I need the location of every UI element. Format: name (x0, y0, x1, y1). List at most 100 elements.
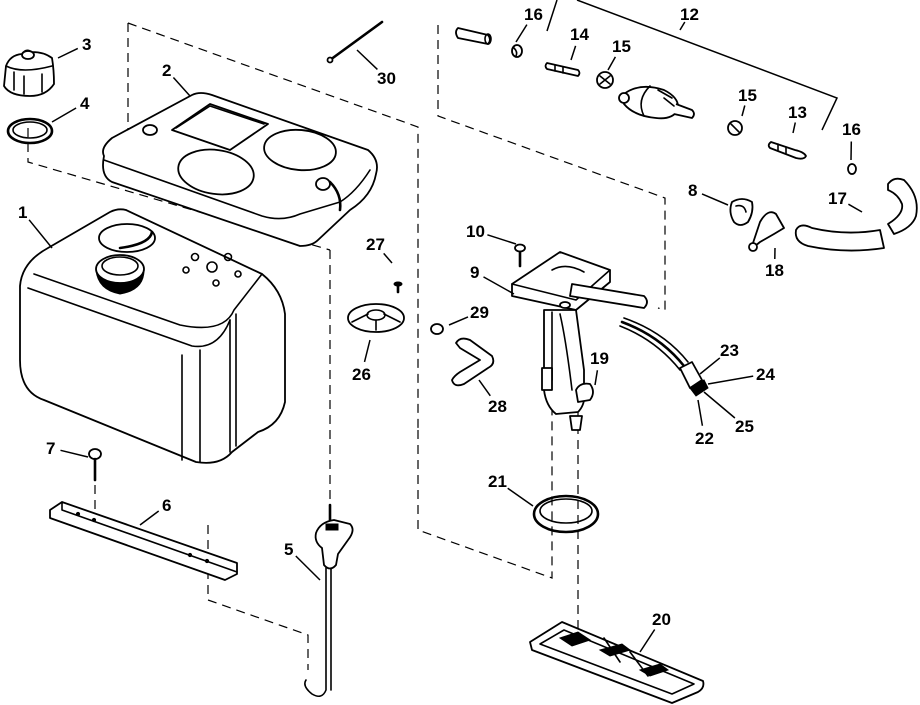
callout-fuel-hose: 17 (828, 189, 863, 213)
callout-gauge-retainer: 26 (352, 339, 371, 384)
leader-line (792, 122, 797, 134)
callout-filler-cap: 3 (57, 35, 91, 59)
leader-line (679, 21, 686, 31)
leader-line (699, 357, 721, 375)
part-hose-clip-b[interactable] (847, 163, 857, 175)
callout-number: 14 (570, 25, 589, 44)
part-retainer-screw[interactable] (393, 281, 403, 294)
callout-retainer-screw: 27 (366, 235, 393, 264)
part-wire-harness[interactable] (619, 317, 709, 397)
callout-bracket-screw: 7 (46, 439, 89, 458)
callout-terminal-housing: 23 (699, 341, 739, 375)
part-nut[interactable] (430, 323, 444, 335)
part-primer-clamp-b[interactable] (727, 120, 743, 136)
callout-number: 24 (756, 365, 775, 384)
part-hose-clip-a[interactable] (511, 44, 523, 58)
leader-line (448, 316, 469, 326)
leader-line (701, 193, 729, 206)
callout-number: 13 (788, 103, 807, 122)
part-check-valve-outlet[interactable] (767, 141, 807, 160)
callout-hose-connector: 18 (765, 247, 784, 280)
callout-number: 21 (488, 472, 507, 491)
part-cap-gasket[interactable] (6, 117, 54, 145)
leader-line (139, 510, 160, 526)
callout-pickup-screw: 10 (466, 222, 517, 245)
part-primer-bulb[interactable] (618, 85, 695, 120)
callout-tie-strap: 30 (356, 49, 396, 88)
callout-terminal: 24 (707, 365, 775, 385)
callout-number: 5 (284, 540, 293, 559)
callout-number: 12 (680, 5, 699, 24)
bracket-primer-kit (546, 0, 839, 131)
callout-number: 1 (18, 203, 27, 222)
part-pickup-screw[interactable] (514, 243, 526, 268)
callout-hose-clip: 16 (842, 120, 861, 161)
part-hose-clamp[interactable] (729, 198, 754, 226)
leader-line (487, 234, 517, 245)
callout-hose-clamp: 8 (688, 181, 729, 206)
part-primer-clamp-a[interactable] (596, 71, 614, 89)
part-fuel-gauge[interactable] (304, 503, 354, 698)
callout-number: 22 (695, 429, 714, 448)
leader-line (741, 105, 746, 117)
callout-number: 26 (352, 365, 371, 384)
leader-line (295, 555, 321, 581)
callout-check-valve-outlet: 13 (788, 103, 807, 134)
callout-number: 29 (470, 303, 489, 322)
callout-primer-clamp: 15 (738, 86, 757, 117)
callout-pickup-o-ring: 21 (488, 472, 534, 507)
part-pickup-unit[interactable] (511, 251, 648, 431)
part-hose-adapter[interactable] (455, 27, 492, 45)
callout-number: 3 (82, 35, 91, 54)
callout-number: 18 (765, 261, 784, 280)
callout-vent-hose: 28 (478, 379, 507, 416)
leader-line (515, 24, 528, 43)
callout-mounting-bracket: 6 (139, 496, 171, 526)
callout-number: 7 (46, 439, 55, 458)
callout-number: 16 (524, 5, 543, 24)
leader-line (57, 47, 79, 59)
callout-number: 15 (612, 37, 631, 56)
callout-terminal-seal: 25 (703, 391, 754, 436)
leader-line (383, 252, 393, 264)
callout-fuel-filter-screen: 20 (639, 610, 671, 653)
callout-number: 10 (466, 222, 485, 241)
part-vent-hose[interactable] (451, 337, 495, 387)
callout-number: 16 (842, 120, 861, 139)
callout-number: 23 (720, 341, 739, 360)
callout-pickup-unit: 9 (470, 263, 515, 295)
leader-line (703, 391, 736, 419)
part-tank-cover[interactable] (102, 92, 378, 247)
callout-primer-clamp: 15 (607, 37, 631, 71)
leader-line (478, 379, 491, 397)
part-bracket-screw[interactable] (88, 448, 102, 482)
leader-line (607, 56, 617, 71)
callout-number: 25 (735, 417, 754, 436)
part-gauge-retainer[interactable] (347, 303, 405, 333)
callout-number: 27 (366, 235, 385, 254)
callout-nut: 29 (448, 303, 489, 326)
part-mounting-bracket[interactable] (49, 501, 238, 581)
leader-line (356, 49, 378, 70)
callout-number: 9 (470, 263, 479, 282)
leader-line (507, 487, 534, 507)
callout-pickup-filter-clamp: 19 (590, 349, 609, 386)
part-check-valve-inlet[interactable] (544, 62, 581, 77)
part-tie-strap[interactable] (326, 20, 384, 64)
part-filler-cap[interactable] (3, 49, 55, 97)
part-fuel-filter-screen[interactable] (529, 621, 705, 704)
callout-number: 2 (162, 61, 171, 80)
leader-line (51, 107, 77, 123)
leader-line (570, 45, 577, 61)
leader-line (639, 629, 656, 653)
part-hose-connector[interactable] (748, 211, 785, 252)
part-fuel-hose[interactable] (794, 177, 918, 252)
callout-tank-cover: 2 (162, 61, 191, 97)
part-pickup-o-ring[interactable] (532, 494, 600, 534)
callout-number: 8 (688, 181, 697, 200)
callout-hose-clip: 16 (515, 5, 543, 43)
leader-line (60, 449, 89, 458)
callout-connector-body: 22 (695, 399, 714, 448)
part-fuel-tank[interactable] (19, 208, 286, 464)
